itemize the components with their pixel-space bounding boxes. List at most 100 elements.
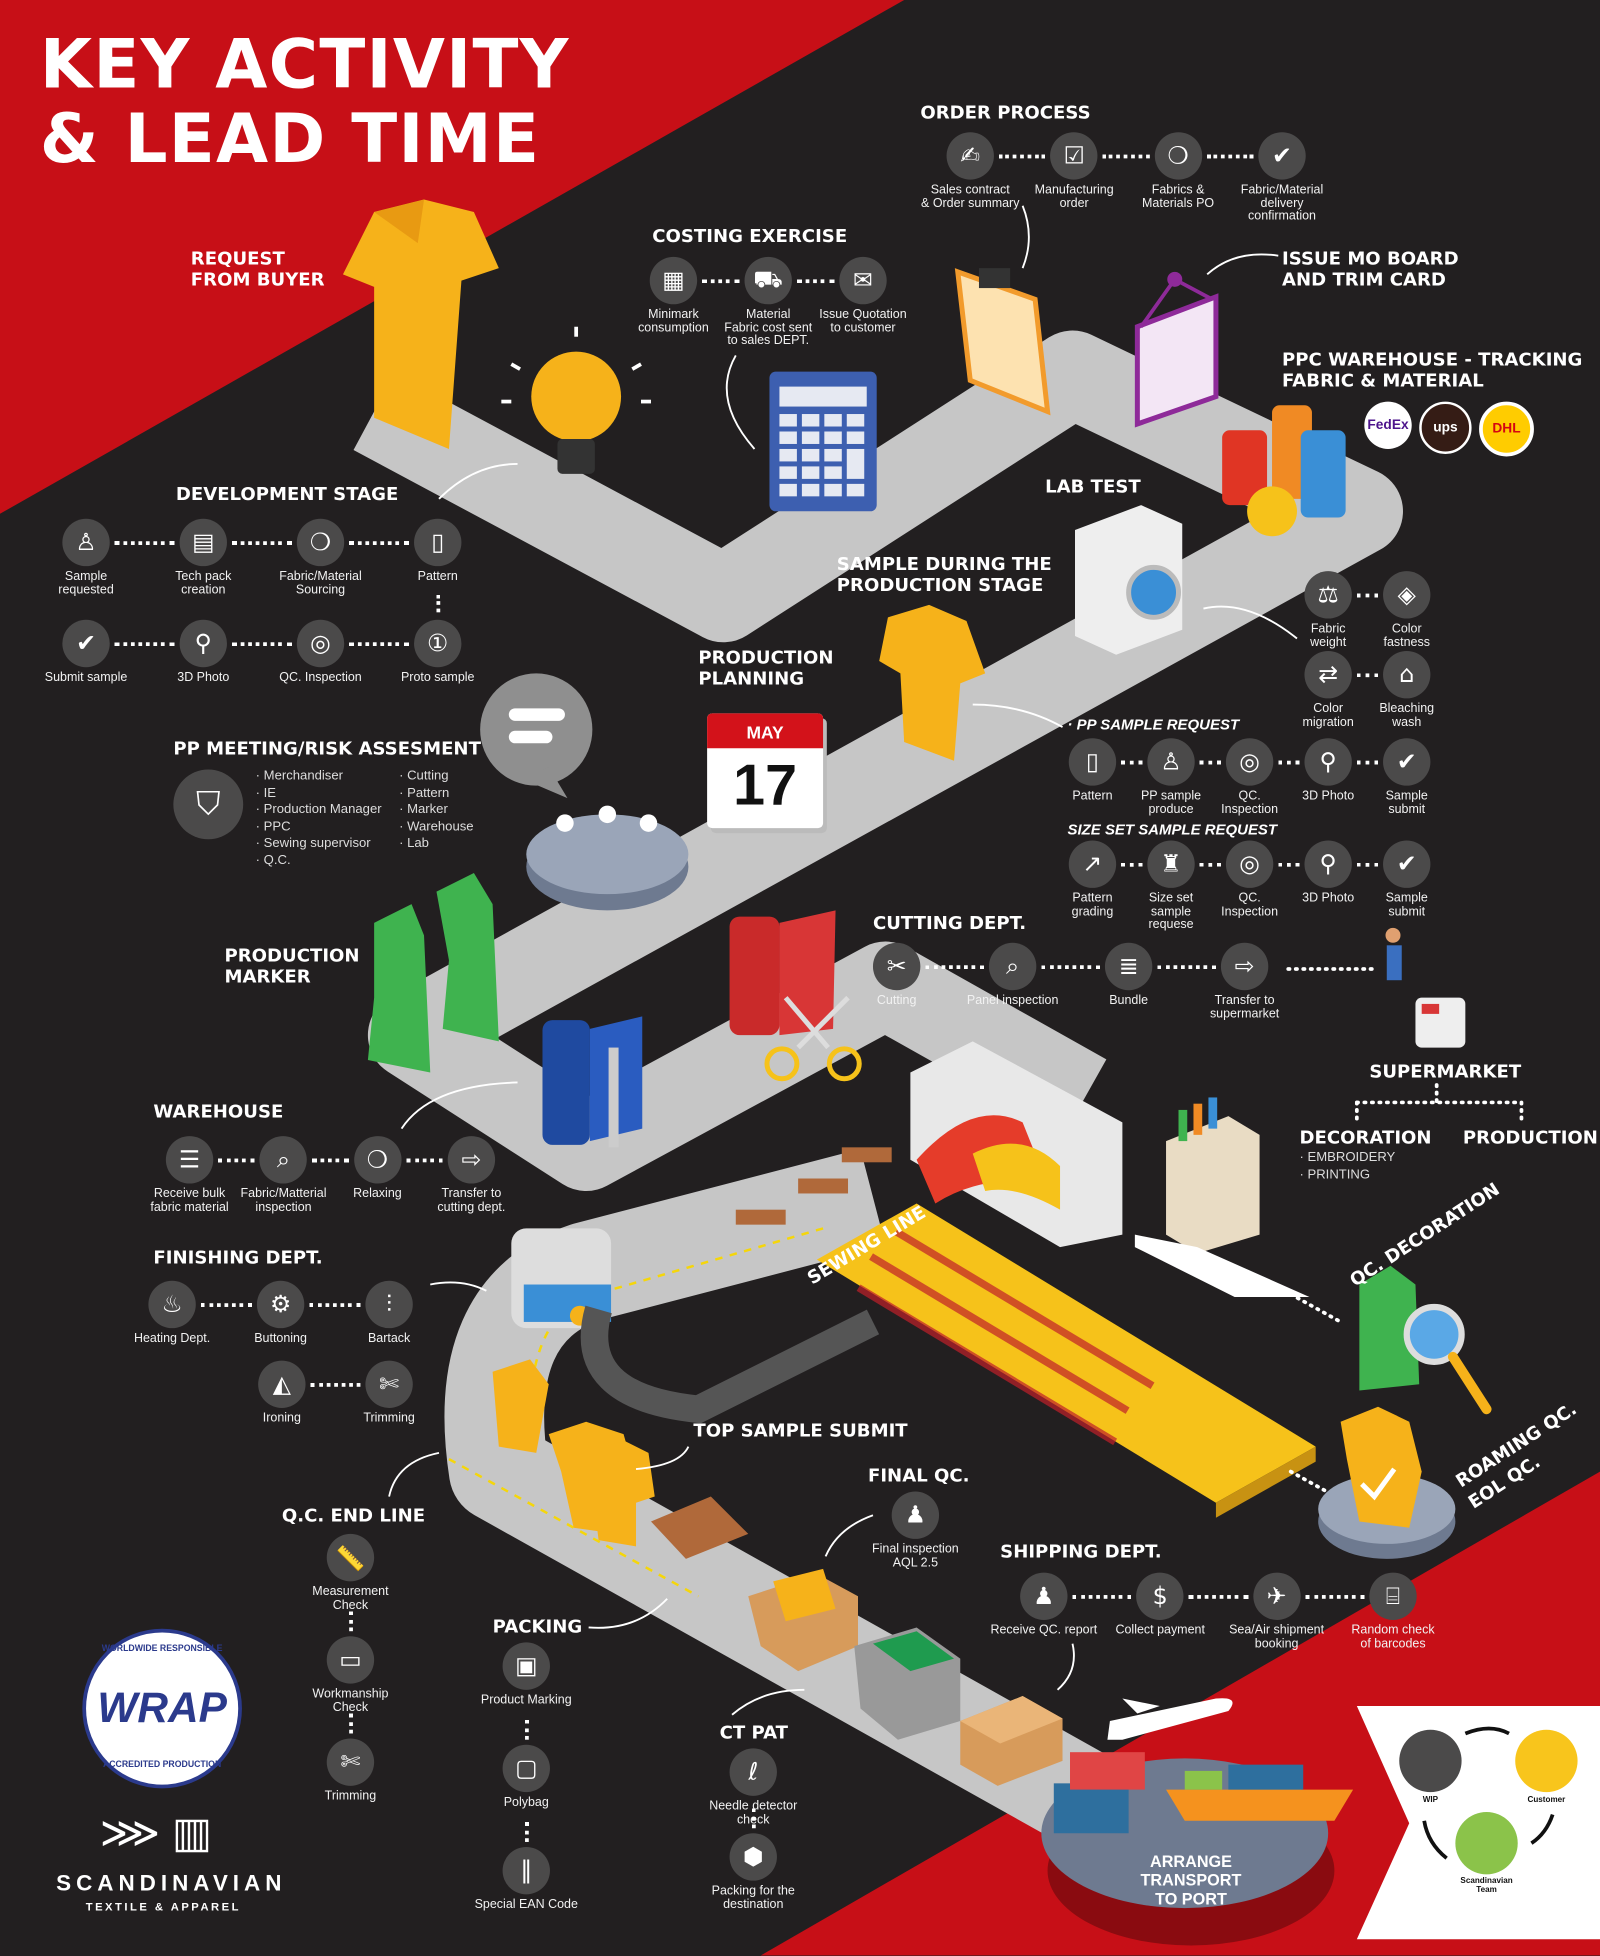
step-label: Color migration (1302, 702, 1354, 729)
dotted-connector (1305, 1595, 1365, 1599)
step-label: Fabric/Matterial inspection (240, 1187, 327, 1215)
sewing-tables-illustration (735, 1147, 892, 1225)
fabric-stack-icon: ☰ (165, 1136, 214, 1184)
step-label: Bleaching wash (1379, 702, 1435, 729)
step-label: Bartack (367, 1331, 411, 1346)
step-label: Trimming (363, 1411, 415, 1426)
wrap-text: WRAP (97, 1684, 227, 1732)
wip-label: WIP (1422, 1795, 1439, 1805)
step-label: Fabrics & Materials PO (1142, 183, 1215, 211)
dotted-connector (1121, 760, 1143, 765)
wrap-logo: WORLDWIDE RESPONSIBLE WRAP ACCREDITED PR… (82, 1628, 242, 1789)
dotted-connector (309, 1303, 361, 1307)
cycle-card-illustration (1356, 1706, 1600, 1940)
lab-test-row-1: ⚖Fabric weight◈Color fastness (1291, 571, 1444, 650)
packing-illustration (650, 1496, 1063, 1786)
thread-clipper-icon: ✄ (365, 1360, 413, 1408)
photo-studio-icon: ⚲ (1304, 840, 1352, 888)
finishing-dept-row-2: ◭Ironing✄Trimming (232, 1360, 439, 1426)
process-step: ♨Heating Dept. (122, 1280, 222, 1346)
thread-spools-illustration (1222, 405, 1346, 537)
step-label: Manufacturing order (1034, 183, 1114, 211)
process-step: ⌸Random check of barcodes (1337, 1572, 1449, 1652)
process-step: ⬢Packing for the destination (691, 1833, 816, 1912)
final-qc-heading: FINAL QC. (867, 1466, 970, 1487)
box-icon: ⬢ (729, 1833, 777, 1881)
qc-decoration-illustration (1359, 1265, 1492, 1415)
process-step: ✔Submit sample (30, 619, 142, 685)
wrap-ring-bottom: ACCREDITED PRODUCTION (102, 1760, 222, 1770)
wrap-ring-top: WORLDWIDE RESPONSIBLE (101, 1644, 223, 1654)
drop-icon: ◈ (1383, 571, 1431, 619)
dotted-connector (1188, 1595, 1248, 1599)
bartack-icon: ⫶ (365, 1280, 413, 1329)
step-label: Relaxing (353, 1187, 402, 1201)
bleach-icon: ⌂ (1383, 650, 1431, 699)
dotted-connector (525, 1822, 529, 1842)
dotted-connector (1102, 154, 1150, 159)
process-step: ✄ Trimming (339, 1360, 439, 1426)
process-step: ↗Pattern grading (1054, 840, 1131, 920)
cart-icon: ⛟ (744, 256, 792, 305)
quotation-icon: ✉ (839, 256, 887, 305)
calendar-day: 17 (733, 752, 797, 817)
step-label: Polybag (503, 1795, 549, 1810)
dotted-connector (114, 642, 175, 646)
list-item: Pattern (399, 785, 473, 802)
step-label: Sea/Air shipment booking (1229, 1623, 1325, 1651)
heat-press-icon: ♨ (148, 1280, 196, 1329)
dotted-connector (349, 1611, 353, 1632)
dotted-connector (525, 1719, 529, 1740)
list-item: IE (256, 785, 382, 802)
decoration-list: EMBROIDERY PRINTING (1299, 1150, 1395, 1184)
dotted-connector (231, 541, 292, 545)
process-step: ▭Workmanship Check (288, 1636, 413, 1715)
qc-end-line-heading: Q.C. END LINE (281, 1506, 426, 1527)
final-qc-steps: ♟Final inspection AQL 2.5 (865, 1491, 965, 1571)
dotted-connector (702, 279, 740, 284)
process-step: ⌕Panel inspection (957, 942, 1069, 1008)
check-icon: ✔ (1258, 132, 1306, 180)
process-step: ⇄Color migration (1291, 650, 1366, 730)
lightbulb-illustration (501, 326, 651, 474)
process-step: ⚙Buttoning (231, 1280, 331, 1346)
pattern-icon: ▯ (1068, 738, 1117, 786)
step-label: Pattern grading (1071, 891, 1114, 919)
step-label: Collect payment (1115, 1623, 1205, 1638)
step-label: Size set sample requese (1148, 891, 1194, 932)
dotted-connector (1356, 862, 1379, 867)
packing-heading: PACKING (492, 1617, 583, 1638)
button-machine-icon: ⚙ (256, 1280, 305, 1329)
list-item: Lab (399, 836, 473, 853)
fabric-roll-icon: ❍ (353, 1136, 402, 1184)
payment-icon: $ (1136, 1572, 1184, 1620)
production-heading: PRODUCTION (1462, 1128, 1598, 1149)
step-label: Fabric/Material Sourcing (279, 569, 362, 597)
thread-clipper-icon: ✄ (326, 1738, 375, 1786)
dotted-connector (349, 642, 410, 646)
step-label: QC. Inspection (279, 670, 362, 685)
process-step: ✔Fabric/Material delivery confirmation (1232, 132, 1332, 224)
lab-test-heading: LAB TEST (1045, 477, 1141, 498)
step-label: Pattern (417, 569, 458, 584)
photo-studio-icon: ⚲ (1304, 738, 1352, 786)
washing-machine-illustration (1075, 505, 1183, 655)
tank-top-icon: ♜ (1147, 840, 1195, 888)
process-step: ❍Fabric/Material Sourcing (264, 518, 376, 598)
transport-illustration (1041, 1698, 1354, 1946)
warehouse-heading: WAREHOUSE (153, 1102, 284, 1123)
size-set-sample-request-steps: ↗Pattern grading ♜Size set sample requese… (1054, 840, 1446, 933)
step-label: Product Marking (480, 1693, 572, 1708)
step-label: Tech pack creation (175, 569, 232, 597)
folded-shirt-icon: ▣ (502, 1642, 550, 1690)
step-label: Receive bulk fabric material (150, 1187, 229, 1215)
process-step: ⌂ Bleaching wash (1369, 650, 1444, 730)
title-line-1: KEY ACTIVITY (39, 24, 570, 104)
order-process-heading: ORDER PROCESS (920, 103, 1091, 124)
heat-press-illustration (511, 1228, 880, 1424)
production-planning-heading: PRODUCTION PLANNING (698, 648, 834, 690)
request-from-buyer-label: REQUEST FROM BUYER (190, 249, 325, 291)
dotted-connector (1206, 154, 1254, 159)
contract-icon: ✍ (946, 132, 994, 180)
